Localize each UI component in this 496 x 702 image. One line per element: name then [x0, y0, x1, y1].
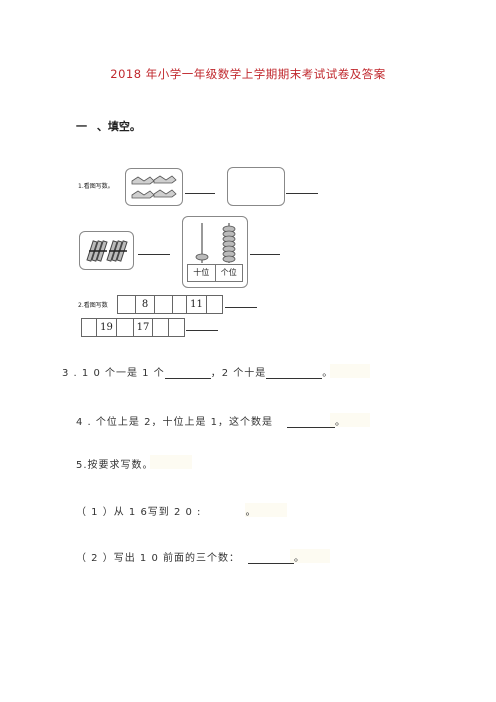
stick-bundles-illustration [86, 240, 128, 262]
q5-2-answer-blank[interactable] [247, 552, 294, 564]
number-cell[interactable] [155, 296, 173, 313]
number-cell[interactable] [118, 296, 136, 313]
q3-text-a: 3 . 1 0 个一是 1 个 [62, 368, 165, 379]
question-5: 5.按要求写数。 [76, 460, 154, 471]
ones-place-label: 个位 [220, 268, 237, 277]
number-cell[interactable] [207, 296, 222, 313]
q3-answer-blank-1[interactable] [164, 367, 211, 379]
q1-picture-birds [125, 168, 183, 206]
q2-number-row-1: 8 11 [117, 295, 223, 314]
abacus-place-labels: 十位 个位 [187, 264, 243, 282]
section-heading: 一 、填空。 [76, 120, 141, 133]
number-cell: 11 [187, 296, 207, 313]
q1-picture-empty-box [227, 167, 285, 206]
q1-answer-blank-3[interactable] [138, 254, 170, 255]
q3-text-c: 。 [322, 368, 334, 379]
number-cell[interactable] [117, 319, 134, 336]
q3-text-b: ，2 个十是 [210, 368, 267, 379]
q4-text-c: 。 [334, 417, 346, 428]
q5-1-text-c: 。 [245, 507, 257, 518]
q1-answer-blank-4[interactable] [250, 254, 280, 255]
q2-label: 2.看图写数 [78, 302, 108, 309]
number-cell[interactable] [153, 319, 169, 336]
number-cell: 17 [134, 319, 153, 336]
q4-text-a: 4 . 个位上是 2，十位上是 1，这个数是 [76, 417, 273, 428]
number-cell[interactable] [169, 319, 184, 336]
page-title: 2018 年小学一年级数学上学期期末考试试卷及答案 [110, 67, 386, 81]
q2-answer-blank-1[interactable] [225, 307, 257, 308]
question-5-1: （ 1 ）从 1 6写到 2 0 : 。 [76, 503, 256, 518]
q1-answer-blank-2[interactable] [286, 193, 318, 194]
number-cell[interactable] [173, 296, 187, 313]
question-4: 4 . 个位上是 2，十位上是 1，这个数是 。 [76, 413, 346, 428]
q3-answer-blank-2[interactable] [266, 367, 323, 379]
q4-answer-blank[interactable] [286, 416, 335, 428]
tens-place-label: 十位 [188, 265, 216, 281]
q5-2-text-c: 。 [293, 553, 305, 564]
q1-picture-bundles [79, 231, 134, 270]
question-5-2: （ 2 ）写出 1 0 前面的三个数： 。 [76, 549, 305, 564]
birds-illustration [131, 175, 177, 199]
number-cell[interactable] [82, 319, 97, 336]
q5-1-text-a: （ 1 ）从 1 6写到 2 0 : [76, 507, 202, 518]
q2-answer-blank-2[interactable] [186, 330, 218, 331]
question-3: 3 . 1 0 个一是 1 个 ，2 个十是 。 [62, 364, 333, 379]
abacus-illustration [195, 223, 236, 263]
q1-answer-blank-1[interactable] [185, 193, 215, 194]
q2-number-row-2: 19 17 [81, 318, 185, 337]
q5-2-text-a: （ 2 ）写出 1 0 前面的三个数： [76, 553, 240, 564]
q1-picture-abacus: 十位 个位 [182, 216, 248, 288]
number-cell: 8 [136, 296, 155, 313]
number-cell: 19 [97, 319, 117, 336]
q1-label: 1.看图写数。 [78, 183, 114, 190]
